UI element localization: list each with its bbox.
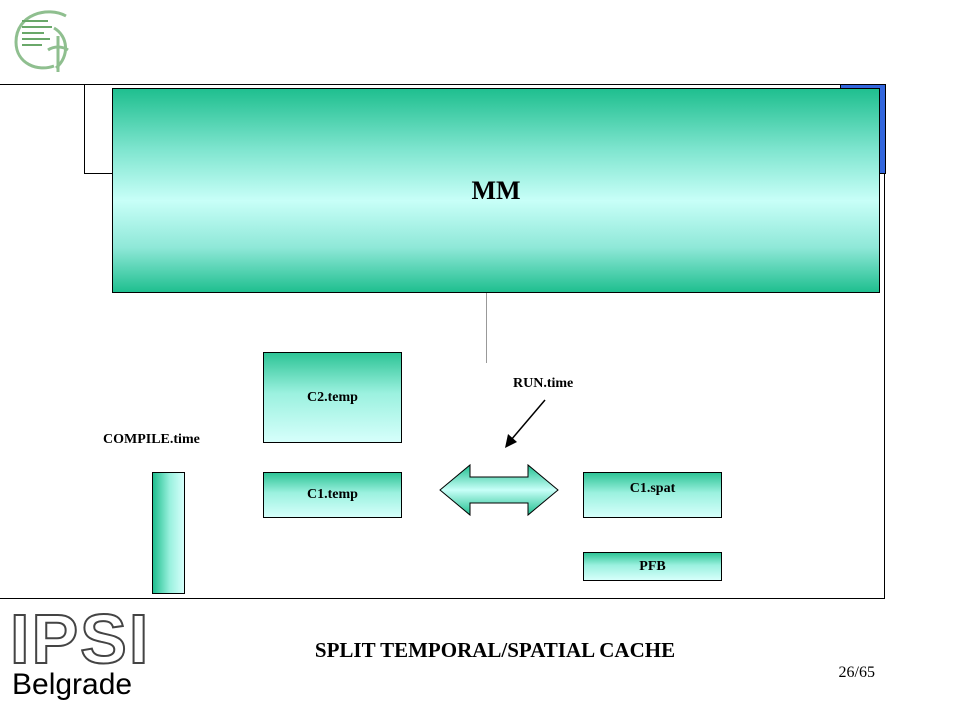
c2-temp-box: C2.temp — [263, 352, 402, 443]
run-time-label: RUN.time — [513, 376, 574, 391]
pfb-box: PFB — [583, 552, 722, 581]
main-memory-box: MM — [112, 88, 880, 293]
pfb-label: PFB — [639, 558, 666, 574]
c1-spat-box: C1.spat — [583, 472, 722, 518]
page-number: 26/65 — [838, 664, 875, 681]
c1-spat-label: C1.spat — [629, 481, 676, 496]
compile-time-bar — [152, 472, 185, 594]
belgrade-logo-text: Belgrade — [12, 668, 133, 701]
c1-temp-label: C1.temp — [307, 487, 358, 502]
institute-logo-icon — [14, 10, 69, 72]
double-arrow-icon — [439, 463, 559, 517]
connector-line — [486, 293, 487, 363]
compile-time-label: COMPILE.time — [103, 432, 200, 447]
main-memory-label: MM — [471, 175, 521, 205]
slide-title: SPLIT TEMPORAL/SPATIAL CACHE — [314, 638, 676, 662]
c1-temp-box: C1.temp — [263, 472, 402, 518]
c2-temp-label: C2.temp — [307, 389, 358, 405]
ipsi-logo-text: IPSI — [9, 600, 151, 678]
pointer-arrow-icon — [505, 399, 546, 448]
